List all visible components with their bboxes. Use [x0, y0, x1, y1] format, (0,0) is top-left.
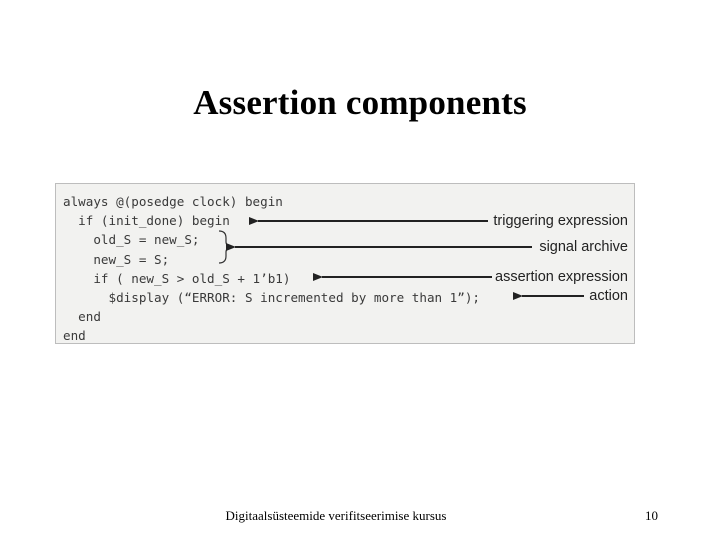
code-line: always @(posedge clock) begin: [63, 194, 283, 209]
label-assertion-expression: assertion expression: [495, 269, 628, 285]
label-triggering-expression: triggering expression: [493, 213, 628, 229]
assertion-diagram: always @(posedge clock) begin if (init_d…: [55, 183, 635, 344]
label-action: action: [589, 288, 628, 304]
page-number: 10: [645, 508, 658, 523]
code-line: end: [63, 328, 86, 344]
code-line: $display (“ERROR: S incremented by more …: [63, 289, 481, 305]
code-line: if (init_done) begin: [63, 213, 230, 229]
code-line: if ( new_S > old_S + 1’b1): [63, 270, 291, 286]
annotation-arrows: [218, 217, 584, 300]
code-listing: always @(posedge clock) begin if (init_d…: [63, 192, 480, 346]
code-line: end: [63, 309, 101, 325]
label-signal-archive: signal archive: [539, 239, 628, 255]
code-line: old_S = new_S;: [63, 232, 200, 248]
slide-title: Assertion components: [193, 83, 527, 122]
signal-archive-brace: [218, 230, 233, 264]
slide-footer: Digitaalsüsteemide verifitseerimise kurs…: [225, 508, 447, 523]
code-line: new_S = S;: [63, 251, 170, 267]
